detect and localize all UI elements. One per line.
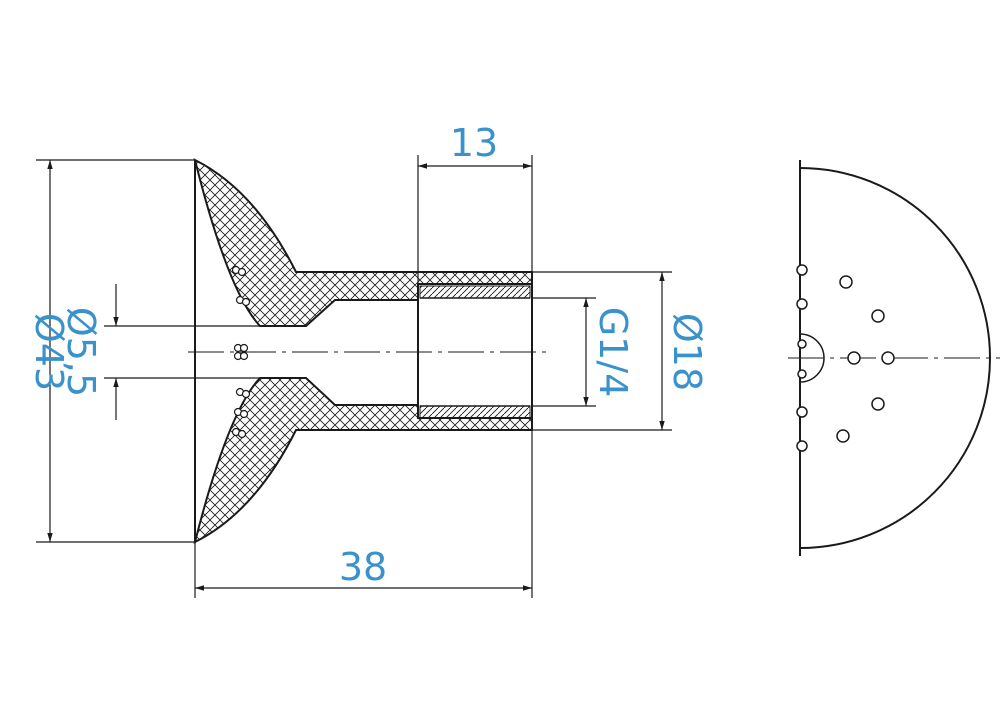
body-section-lower bbox=[193, 377, 533, 544]
face-beads bbox=[231, 265, 251, 439]
dim-hub-diameter: Ø18 bbox=[665, 313, 709, 391]
dim-overall-length: 38 bbox=[339, 545, 387, 589]
section-view bbox=[188, 158, 548, 544]
dim-overall-diameter: Ø43 bbox=[27, 313, 71, 391]
dimension-labels: Ø43 Ø5,5 13 G1/4 Ø18 38 bbox=[27, 121, 709, 589]
thread-band-upper bbox=[419, 285, 531, 299]
dim-thread: G1/4 bbox=[591, 307, 635, 398]
front-half-view bbox=[788, 160, 1000, 556]
dim-thread-length: 13 bbox=[450, 121, 498, 165]
spray-holes bbox=[796, 264, 895, 452]
dim-orifice-diameter: Ø5,5 bbox=[59, 307, 103, 397]
thread-band-lower bbox=[419, 405, 531, 419]
dimensions bbox=[36, 155, 672, 598]
